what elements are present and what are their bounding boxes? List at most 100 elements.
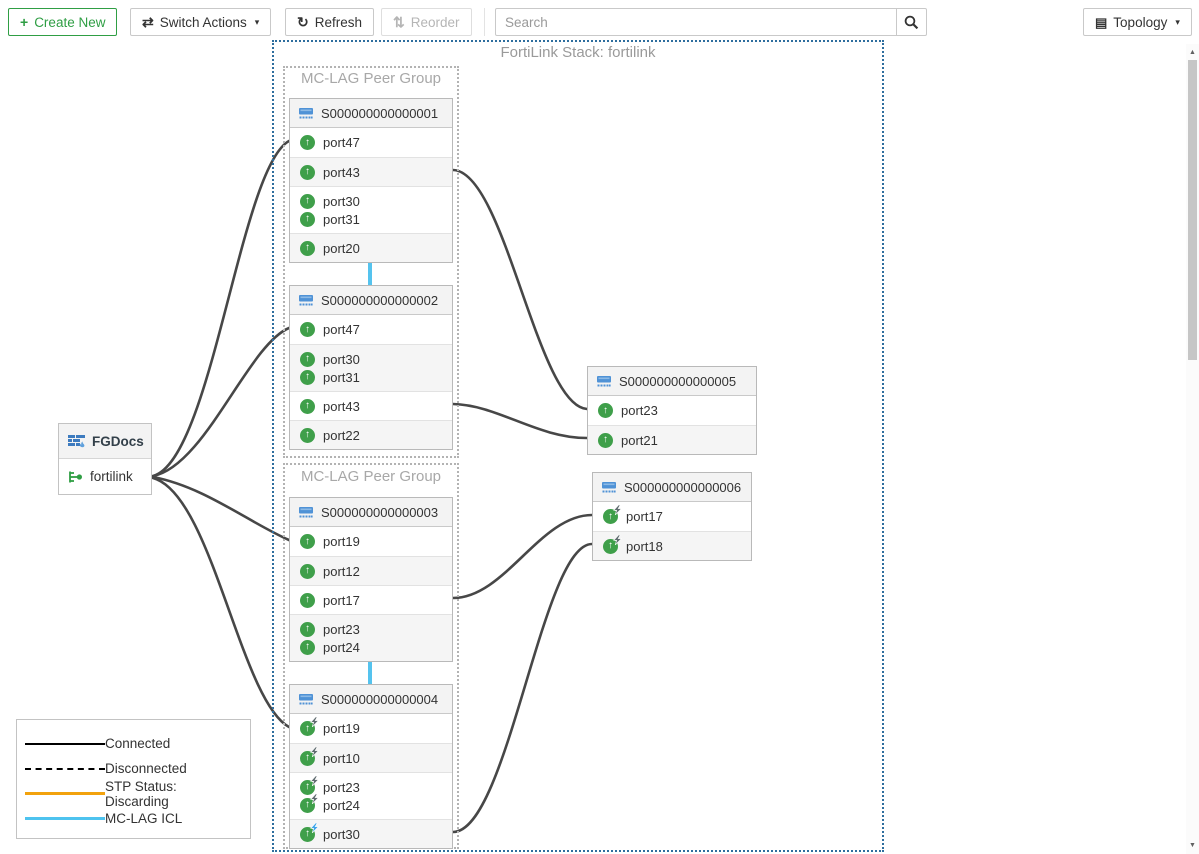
port-row[interactable]: ↑port30 [290,819,452,848]
scroll-up-arrow-icon[interactable]: ▲ [1186,46,1199,59]
vertical-scrollbar[interactable]: ▲ ▼ [1186,44,1199,854]
port-row[interactable]: ↑port17 [593,502,751,531]
port-row[interactable]: ↑port20 [290,233,452,262]
switch-box-5[interactable]: S000000000000005 ↑port23 ↑port21 [587,366,757,455]
legend-item-mclag-icl: MC-LAG ICL [25,806,242,831]
switch-box-3[interactable]: S000000000000003↑port19↑port12↑port17↑po… [289,497,453,662]
port-row[interactable]: ↑ port23 ↑port24 [290,614,452,661]
search-input[interactable] [495,8,897,36]
search-group [495,8,927,36]
port-row[interactable]: ↑port22 [290,420,452,449]
port-port43[interactable]: ↑port43 [300,165,452,180]
port-up-icon: ↑ [300,241,315,256]
switch-header[interactable]: S000000000000003 [290,498,452,527]
switch-header[interactable]: S000000000000002 [290,286,452,315]
fortigate-node[interactable]: FGDocs fortilink [58,423,152,495]
port-row[interactable]: ↑port47 [290,128,452,157]
port-row[interactable]: ↑port30 ↑port31 [290,186,452,233]
port-status-icon: ↑ [300,593,315,608]
port-up-icon: ↑ [300,622,315,637]
port-port23[interactable]: ↑port23 [598,403,756,418]
port-port30[interactable]: ↑port30 [300,352,452,367]
port-port21[interactable]: ↑port21 [598,433,756,448]
port-row[interactable]: ↑ port19 [290,527,452,556]
port-port19[interactable]: ↑ port19 [300,534,452,549]
switch-box-1[interactable]: S000000000000001↑port47↑port43↑port30↑po… [289,98,453,263]
port-status-icon: ↑ [300,241,315,256]
port-port12[interactable]: ↑port12 [300,564,452,579]
topology-view-button[interactable]: ▤ Topology ▾ [1083,8,1192,36]
port-up-icon: ↑ [300,428,315,443]
switch-header[interactable]: S000000000000004 [290,685,452,714]
port-port19[interactable]: ↑port19 [300,721,452,736]
port-row[interactable]: ↑ port17 [290,585,452,614]
port-label: port19 [323,721,360,736]
port-label: port19 [323,534,360,549]
port-row[interactable]: ↑port10 [290,743,452,772]
topology-icon: ▤ [1095,16,1107,29]
port-port23[interactable]: ↑port23 [300,780,452,795]
port-port31[interactable]: ↑port31 [300,370,452,385]
port-status-icon: ↑ [603,509,618,524]
port-up-icon: ↑ [300,322,315,337]
port-row[interactable]: ↑port30 ↑port31 [290,344,452,391]
legend-line-connected [25,743,105,745]
port-port23[interactable]: ↑ port23 [300,622,452,637]
switch-box-4[interactable]: S000000000000004↑port19↑port10↑port23↑po… [289,684,453,849]
switch-actions-label: Switch Actions [160,15,247,30]
switch-header[interactable]: S000000000000006 [593,473,751,502]
port-status-icon: ↑ [300,165,315,180]
refresh-button[interactable]: ↻ Refresh [285,8,374,36]
port-port24[interactable]: ↑port24 [300,798,452,813]
switch-actions-button[interactable]: ⇄ Switch Actions ▾ [130,8,271,36]
port-label: port17 [323,593,360,608]
fortilink-interface-row[interactable]: fortilink [59,459,151,494]
port-port30[interactable]: ↑port30 [300,194,452,209]
port-label: port30 [323,827,360,842]
port-label: port23 [323,622,360,637]
port-port43[interactable]: ↑port43 [300,399,452,414]
legend-line-disconnected [25,768,105,770]
port-port20[interactable]: ↑port20 [300,241,452,256]
port-port17[interactable]: ↑port17 [603,509,751,524]
switch-serial: S000000000000003 [321,505,438,520]
port-port18[interactable]: ↑port18 [603,539,751,554]
fortigate-name-row[interactable]: FGDocs [59,424,151,459]
port-row[interactable]: ↑port43 [290,391,452,420]
legend-line-mclag-icl [25,817,105,820]
reorder-button[interactable]: ⇅ Reorder [381,8,472,36]
port-port10[interactable]: ↑port10 [300,751,452,766]
port-row[interactable]: ↑port12 [290,556,452,585]
search-button[interactable] [897,8,927,36]
port-port31[interactable]: ↑port31 [300,212,452,227]
port-port47[interactable]: ↑port47 [300,322,452,337]
port-row[interactable]: ↑port47 [290,315,452,344]
chevron-down-icon: ▾ [1175,17,1180,28]
port-port47[interactable]: ↑port47 [300,135,452,150]
switch-icon [298,294,314,307]
port-up-icon: ↑ [300,534,315,549]
switch-box-2[interactable]: S000000000000002↑port47↑port30↑port31↑po… [289,285,453,450]
scrollbar-thumb[interactable] [1188,60,1197,360]
port-up-icon: ↑ [300,212,315,227]
port-row[interactable]: ↑port21 [588,425,756,454]
port-row[interactable]: ↑port23 ↑port24 [290,772,452,819]
scroll-down-arrow-icon[interactable]: ▼ [1186,839,1199,852]
switch-header[interactable]: S000000000000001 [290,99,452,128]
port-row[interactable]: ↑port19 [290,714,452,743]
port-status-icon: ↑ [300,428,315,443]
port-port22[interactable]: ↑port22 [300,428,452,443]
legend-item-connected: Connected [25,731,242,756]
poe-bolt-icon [310,823,319,833]
poe-bolt-icon [310,717,319,727]
port-row[interactable]: ↑port18 [593,531,751,560]
switch-header[interactable]: S000000000000005 [588,367,756,396]
port-row[interactable]: ↑port23 [588,396,756,425]
port-port30[interactable]: ↑port30 [300,827,452,842]
switch-box-6[interactable]: S000000000000006 ↑port17 ↑port18 [592,472,752,561]
port-port24[interactable]: ↑port24 [300,640,452,655]
port-row[interactable]: ↑port43 [290,157,452,186]
port-port17[interactable]: ↑ port17 [300,593,452,608]
create-new-button[interactable]: + Create New [8,8,117,36]
fortilink-interface-icon [68,470,83,484]
